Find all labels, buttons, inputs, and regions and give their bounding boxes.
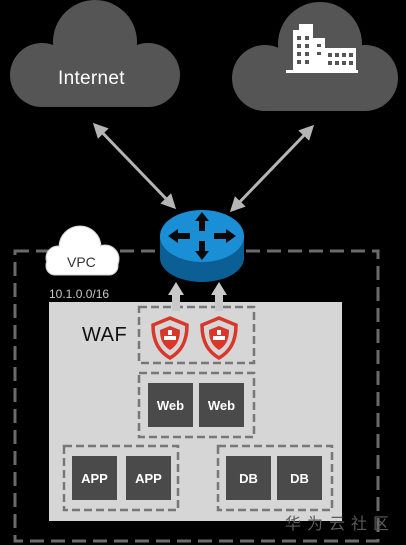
internet-cloud [10, 0, 180, 107]
internet-label: Internet [58, 68, 125, 89]
watermark-text: 华为云社区 [285, 516, 396, 533]
building-icon [286, 24, 358, 73]
waf-label: WAF [82, 324, 128, 346]
app-group-border [62, 444, 180, 512]
waf-group-border [137, 305, 256, 365]
router-icon [160, 210, 244, 282]
waf-uplink-arrow [211, 282, 227, 311]
app-server-box: APP [72, 456, 117, 500]
internet-connection-arrow [92, 122, 177, 210]
vpc-label: VPC [67, 254, 96, 270]
db-server-box: DB [226, 456, 271, 500]
enterprise-cloud [232, 2, 398, 111]
db-group-border [216, 444, 334, 512]
waf-shield-icon [200, 316, 238, 361]
waf-uplink-arrow [168, 282, 184, 311]
web-group-border [137, 371, 256, 439]
web-server-box: Web [148, 383, 193, 427]
web-server-box: Web [199, 383, 244, 427]
vpc-cloud-fill [47, 227, 118, 274]
enterprise-connection-arrow [229, 124, 315, 213]
waf-shield-icon [151, 316, 189, 361]
db-server-box: DB [277, 456, 322, 500]
app-server-box: APP [126, 456, 171, 500]
vpc-cidr-label: 10.1.0.0/16 [49, 287, 110, 301]
